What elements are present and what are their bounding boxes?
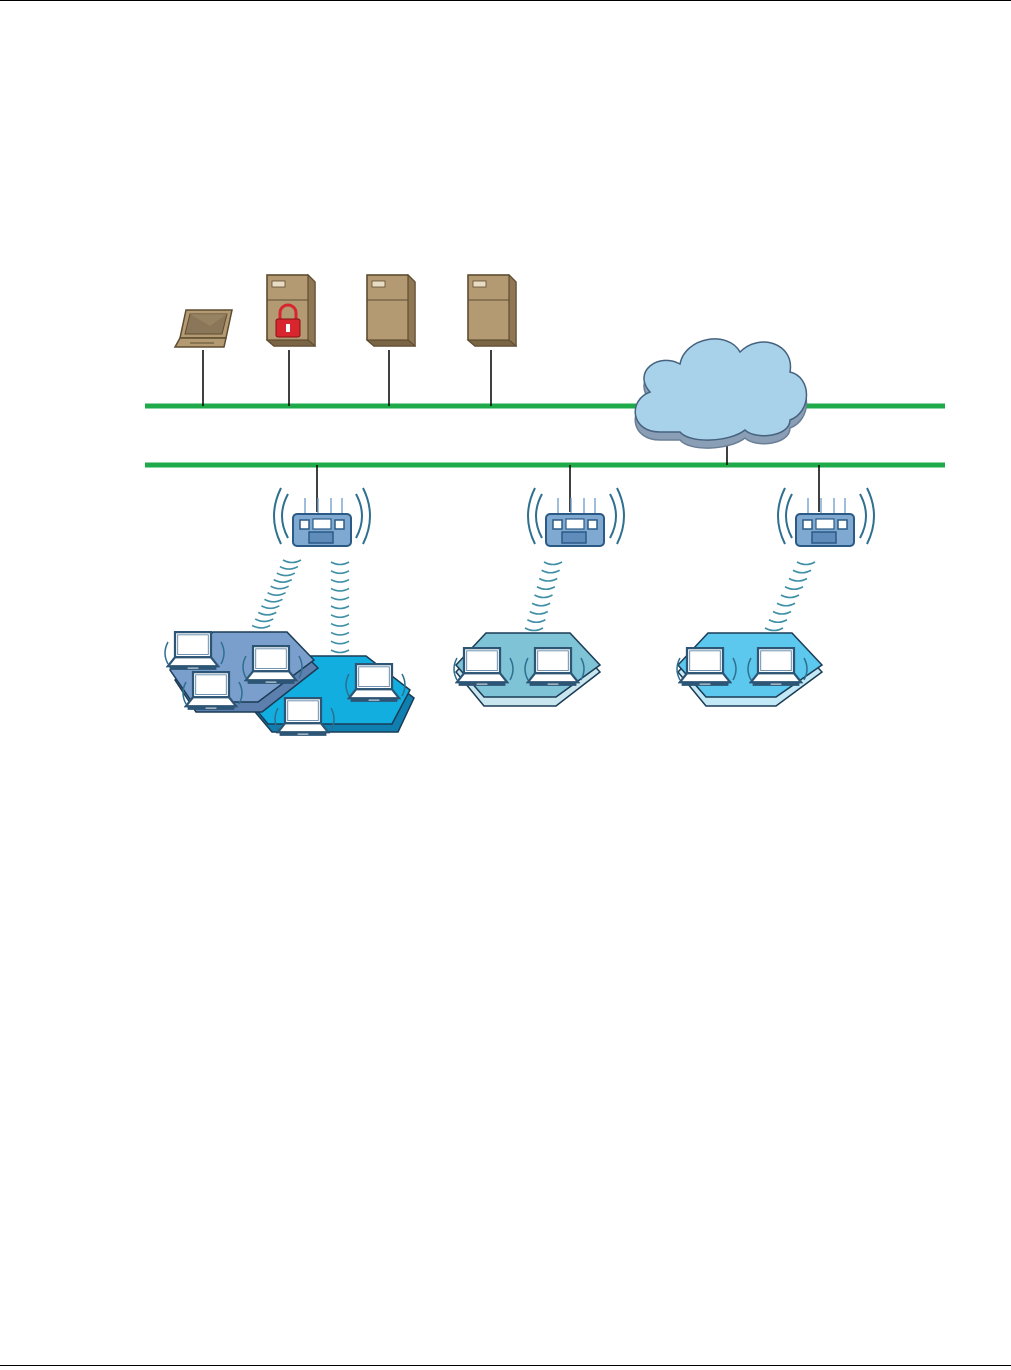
radio-wave-arc [283,560,301,563]
access-point-3 [778,488,874,546]
radio-wave-arc [331,606,349,609]
radio-wave-arc [264,599,282,602]
radio-wave-arc [331,632,349,635]
radio-wave-arc [789,579,807,582]
cloud-icon [635,339,806,448]
wireless-laptop-icon [528,648,578,686]
wireless-laptop-icon [278,698,328,736]
radio-wave-arc [331,641,349,644]
radio-wave-arc [268,593,286,596]
radio-wave-arc [274,580,292,583]
radio-wave-arc [525,628,543,631]
radio-wave-arc [537,587,555,590]
radio-wave-arc [539,579,557,582]
radio-wave-arc [331,615,349,618]
radio-wave-arc [277,573,295,576]
wireless-laptop-icon [349,664,399,702]
wireless-laptop-icon [186,672,236,710]
wireless-laptop-icon [168,632,218,670]
radio-wave-arc [258,612,276,615]
access-point-1 [274,488,370,546]
radio-wave-arc [785,587,803,590]
radio-wave-arc [532,603,550,606]
radio-wave-arc [793,570,811,573]
wireless-laptop-icon [457,648,507,686]
radio-wave-arc [797,562,815,565]
radio-wave-arc [252,625,270,628]
radio-wave-arc [535,595,553,598]
radio-wave-arc [530,612,548,615]
radio-wave-arc [781,595,799,598]
radio-wave-arc [777,603,795,606]
access-point-2 [528,488,624,546]
radio-wave-arc [331,597,349,600]
wireless-laptop-icon [680,648,730,686]
radio-wave-arc [527,620,545,623]
radio-wave-arc [331,571,349,574]
server-icon-2 [468,275,516,346]
wireless-laptop-icon [246,646,296,684]
radio-wave-arc [331,562,349,565]
radio-wave-arc [331,580,349,583]
radio-wave-arc [331,650,349,653]
radio-wave-arc [261,606,279,609]
radio-wave-arc [773,612,791,615]
radio-wave-arc [255,619,273,622]
radio-wave-arc [271,586,289,589]
wireless-laptop-icon [751,648,801,686]
wired-laptop-icon [175,310,232,347]
bottom-page-rule [0,1365,1011,1366]
radio-wave-arc [765,628,783,631]
auth-server-icon [267,275,315,346]
radio-wave-arc [769,620,787,623]
radio-wave-arc [544,562,562,565]
radio-wave-arc [542,570,560,573]
radio-wave-arc [280,567,298,570]
radio-wave-arc [331,588,349,591]
radio-wave-arc [331,624,349,627]
server-icon [367,275,415,346]
